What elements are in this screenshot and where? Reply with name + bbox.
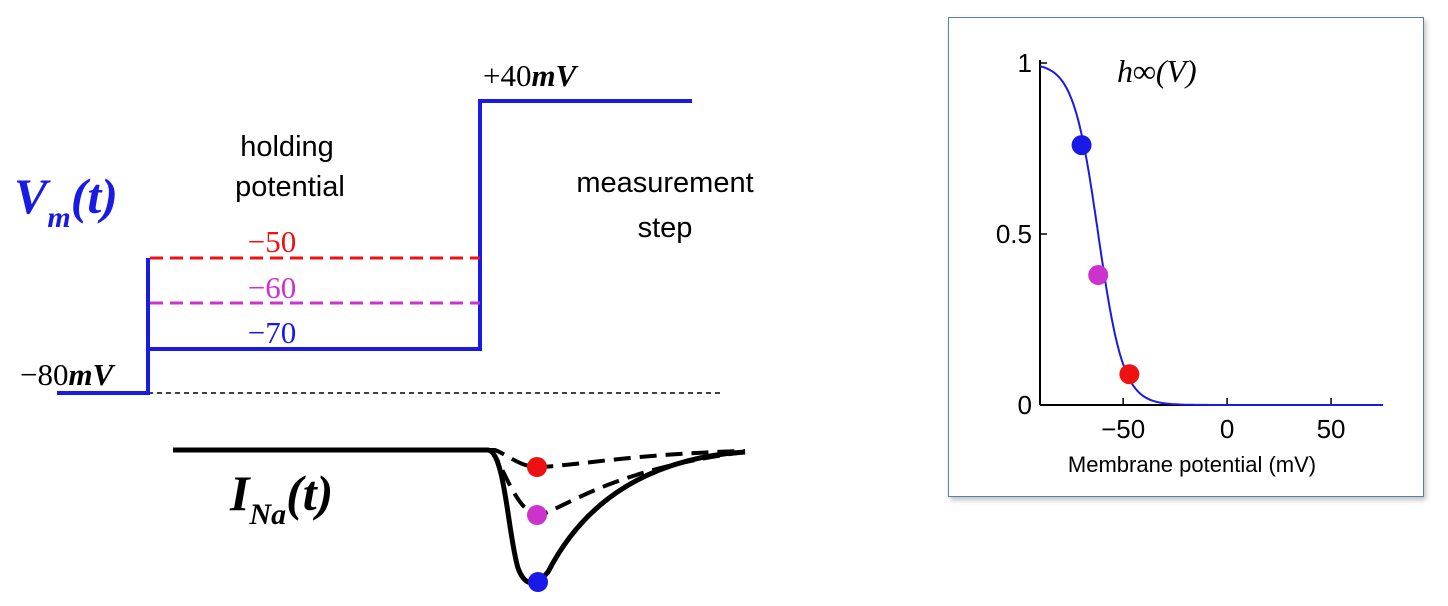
- holding-title-2: potential: [235, 171, 345, 203]
- y-tick-label: 0.5: [996, 219, 1032, 249]
- step-label: +40mV: [483, 58, 579, 93]
- ina-trace-minus50: [410, 448, 746, 470]
- level-label-minus60: −60: [248, 270, 296, 305]
- h-infinity-curve: [1039, 65, 1383, 406]
- x-axis-label: Membrane potential (mV): [1068, 452, 1316, 477]
- ina-peak-marker-magenta: [527, 505, 547, 525]
- h-curve-marker: [1088, 265, 1109, 286]
- vm-label: Vm(t): [14, 168, 118, 234]
- h-curve-marker: [1071, 135, 1092, 156]
- y-tick-label: 1: [1018, 48, 1032, 78]
- vm-trace: [57, 99, 692, 395]
- vm-label-rest: (t): [71, 168, 118, 224]
- ina-peak-marker-red: [527, 457, 547, 477]
- rest-label: −80mV: [20, 357, 116, 392]
- x-tick-label: −50: [1101, 414, 1145, 444]
- ina-label-sub: Na: [248, 498, 286, 531]
- h-curve-marker: [1119, 364, 1140, 385]
- chart-title: h∞(V): [1117, 53, 1197, 89]
- x-tick-label: 0: [1220, 414, 1234, 444]
- step-unit: mV: [531, 58, 578, 93]
- ina-label-rest: (t): [286, 465, 333, 521]
- ina-label: INa(t): [229, 465, 333, 531]
- measurement-title-2: step: [638, 212, 693, 244]
- holding-title-1: holding: [240, 131, 334, 163]
- level-label-minus50: −50: [248, 224, 296, 259]
- measurement-title-1: measurement: [576, 167, 753, 199]
- y-tick-label: 0: [1018, 390, 1032, 420]
- x-tick-label: 50: [1317, 414, 1346, 444]
- ina-peak-marker-blue: [528, 572, 548, 592]
- vm-label-sub: m: [47, 201, 70, 234]
- level-label-minus70: −70: [248, 315, 296, 350]
- h-infinity-inset: [948, 17, 1424, 497]
- chart-title-text: h∞(V): [1117, 53, 1197, 89]
- rest-unit: mV: [68, 357, 115, 392]
